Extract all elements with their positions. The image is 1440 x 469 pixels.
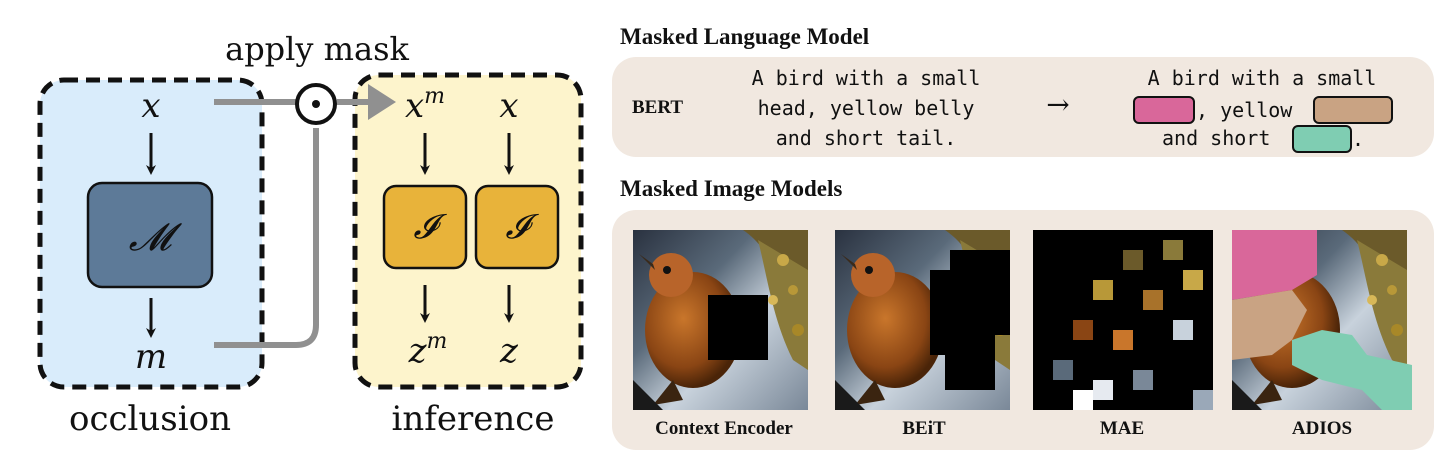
mask-network-box (86, 181, 214, 289)
m-to-operator-line (214, 128, 319, 348)
mae-image (1033, 230, 1213, 410)
mask-token-teal (1292, 125, 1352, 153)
adios-image (1232, 230, 1412, 410)
mlm-output-line-1: A bird with a small (1148, 66, 1377, 90)
mlm-arrow: → (1046, 88, 1069, 121)
mask-token-pink (1133, 96, 1195, 124)
inference-label: inference (392, 399, 555, 439)
zm-symbol: zm (408, 329, 448, 371)
occlusion-label: occlusion (69, 399, 231, 439)
inference-box (352, 72, 584, 390)
method-label-mae: MAE (1100, 418, 1144, 439)
mlm-panel (612, 57, 1434, 157)
mlm-input-line-2: head, yellow belly (758, 96, 975, 120)
mlm-output-line-2-text: , yellow (1196, 98, 1293, 122)
m-symbol: m (135, 337, 167, 377)
x-symbol: x (141, 86, 160, 126)
z-symbol: z (499, 331, 519, 371)
mim-heading: Masked Image Models (620, 176, 842, 201)
inference-network-box-1 (382, 184, 468, 270)
mlm-output-line-3-text: and short (1162, 126, 1270, 150)
mlm-input-line-3: and short tail. (776, 126, 957, 150)
mask-token-tan (1313, 96, 1393, 124)
mlm-input-line-1: A bird with a small (752, 66, 981, 90)
mlm-output-line-3-end: . (1352, 127, 1364, 151)
method-label-beit: BEiT (902, 418, 946, 439)
xm-base: x (405, 86, 424, 126)
method-label-adios: ADIOS (1292, 418, 1352, 439)
mlm-heading: Masked Language Model (620, 24, 869, 49)
inference-network-box-2 (474, 184, 560, 270)
context-encoder-image (633, 230, 808, 410)
bert-label: BERT (632, 97, 683, 118)
xm-superscript: m (424, 84, 445, 109)
zm-base: z (408, 331, 428, 371)
xm-symbol: xm (405, 84, 445, 126)
zm-superscript: m (427, 329, 448, 354)
beit-image (835, 230, 1010, 410)
hadamard-operator-icon (295, 83, 337, 125)
mim-panel (612, 210, 1434, 450)
method-label-context-encoder: Context Encoder (655, 418, 793, 439)
operator-to-xm-arrowhead (368, 84, 396, 120)
apply-mask-label: apply mask (225, 30, 409, 68)
x-copy-symbol: x (499, 86, 518, 126)
